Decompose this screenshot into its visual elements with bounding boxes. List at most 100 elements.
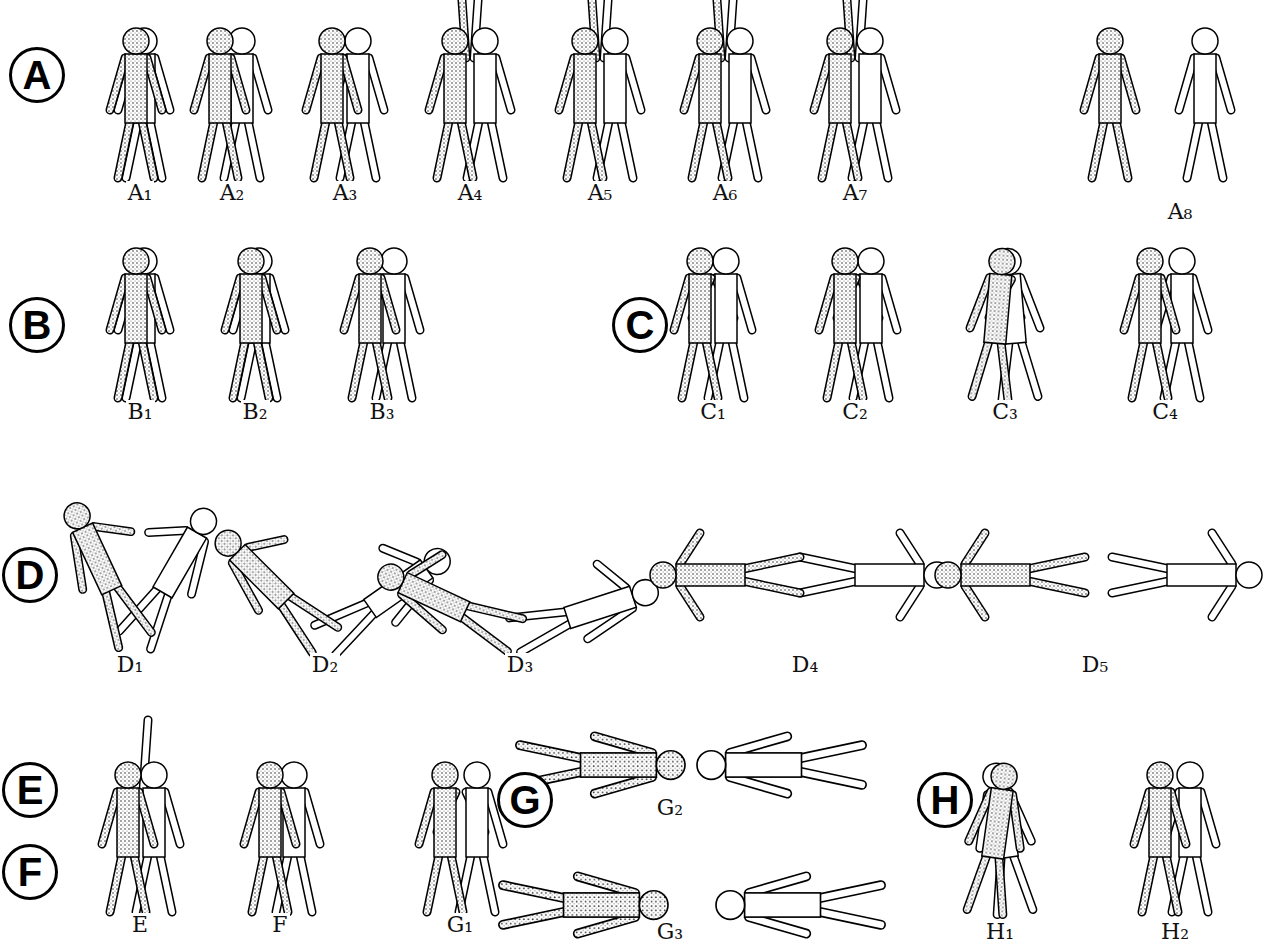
body — [689, 274, 711, 343]
limb-outline — [706, 341, 718, 398]
body — [1149, 788, 1171, 857]
limb-outline — [244, 792, 259, 844]
head — [1177, 762, 1203, 788]
panel-label: H₁ — [984, 920, 1016, 944]
limb-outline — [692, 121, 704, 178]
limb-outline — [682, 341, 694, 398]
stick-figure — [368, 534, 533, 659]
limb — [134, 855, 146, 912]
stick-figure — [697, 736, 862, 793]
panel-label: D₄ — [790, 653, 820, 677]
limb-outline — [827, 341, 839, 398]
limb-outline — [1084, 58, 1099, 110]
limb — [419, 792, 434, 844]
head — [207, 28, 233, 54]
limb — [306, 58, 321, 110]
head — [141, 762, 167, 788]
body — [259, 788, 281, 857]
limb-outline — [882, 278, 897, 330]
limb-outline — [262, 278, 277, 330]
limb-outline — [289, 587, 338, 636]
limb-outline — [165, 792, 180, 844]
limb — [737, 278, 752, 330]
head — [257, 762, 283, 788]
limb-outline — [483, 855, 495, 912]
head — [357, 248, 383, 274]
head — [345, 28, 371, 54]
limb — [749, 917, 806, 934]
limb — [1142, 855, 1154, 912]
head — [238, 248, 264, 274]
limb — [305, 792, 320, 844]
limb — [496, 58, 511, 110]
head — [319, 28, 345, 54]
stick-figure — [716, 876, 881, 933]
limb — [405, 278, 420, 330]
stick-figure — [419, 762, 463, 912]
limb-outline — [142, 341, 154, 398]
limb-outline — [491, 121, 503, 178]
head — [602, 28, 628, 54]
group-letter-circle: G — [497, 772, 553, 828]
group-letter-circle: A — [9, 47, 65, 103]
stick-figure — [674, 248, 718, 398]
limb — [882, 278, 897, 330]
stick-figure — [118, 28, 170, 178]
limb-outline — [1013, 853, 1033, 911]
limb — [194, 58, 209, 110]
limb — [818, 912, 881, 925]
limb — [400, 341, 412, 398]
limb — [706, 341, 718, 398]
limb-outline — [967, 853, 987, 911]
limb-outline — [344, 278, 359, 330]
limb — [328, 612, 382, 655]
limb-outline — [730, 736, 787, 753]
body — [564, 893, 640, 917]
limb — [252, 855, 264, 912]
limb-outline — [338, 121, 350, 178]
limb-outline — [626, 58, 641, 110]
group-letter-circle: C — [612, 297, 668, 353]
limb-outline — [851, 341, 863, 398]
body — [1167, 564, 1236, 586]
body — [209, 54, 231, 123]
limb-outline — [1216, 58, 1231, 110]
head — [115, 762, 141, 788]
limb-outline — [1116, 121, 1128, 178]
limb-outline — [1124, 278, 1139, 330]
limb — [1112, 557, 1169, 569]
limb — [965, 586, 985, 617]
limb — [730, 777, 787, 794]
limb-outline — [252, 855, 264, 912]
stick-figure — [964, 246, 1021, 399]
stick-figure — [459, 762, 503, 912]
limb-outline — [1161, 278, 1176, 330]
limb — [461, 121, 473, 178]
limb-outline — [876, 121, 888, 178]
body — [321, 54, 343, 123]
limb — [746, 121, 758, 178]
limb — [900, 586, 920, 617]
limb — [1092, 121, 1104, 178]
body — [581, 753, 657, 777]
panel-label: C₁ — [698, 400, 728, 424]
stick-figure — [194, 28, 246, 178]
limb-outline — [1112, 557, 1169, 569]
limb — [799, 772, 862, 785]
head — [727, 28, 753, 54]
group-letter: H — [931, 780, 960, 820]
limb — [1156, 341, 1168, 398]
limb — [369, 58, 384, 110]
limb-outline — [253, 58, 268, 110]
limb — [965, 533, 985, 564]
limb — [517, 623, 575, 652]
limb — [751, 58, 766, 110]
body — [699, 54, 721, 123]
limb — [338, 121, 350, 178]
limb — [110, 855, 122, 912]
stick-figure — [684, 0, 728, 178]
limb-outline — [102, 792, 117, 844]
limb-outline — [965, 533, 985, 564]
limb — [139, 792, 154, 844]
limb — [972, 340, 989, 398]
